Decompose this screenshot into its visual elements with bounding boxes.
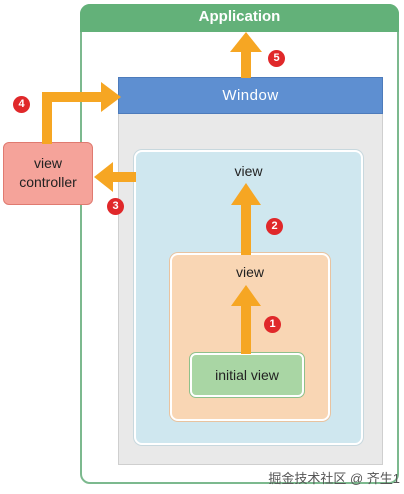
view-controller-label: view controller	[3, 154, 93, 192]
step-badge-3: 3	[107, 198, 124, 215]
step-badge-4: 4	[13, 96, 30, 113]
outer-view-label: view	[234, 163, 263, 179]
step-badge-1: 1	[264, 316, 281, 333]
application-title: Application	[198, 8, 281, 25]
view-controller-box	[3, 142, 93, 205]
arrow-step-3	[94, 162, 136, 192]
arrow-step-2	[231, 183, 261, 255]
watermark-text: 掘金技术社区 @ 齐生1	[268, 471, 400, 486]
window-title: Window	[222, 87, 279, 104]
arrow-step-1	[231, 285, 261, 354]
step-badge-5: 5	[268, 50, 285, 67]
arrow-step-4	[42, 82, 121, 144]
application-header	[80, 4, 399, 32]
inner-view-label: view	[235, 264, 264, 280]
arrow-step-5	[230, 32, 262, 78]
initial-view-box	[190, 353, 304, 397]
step-badge-2: 2	[266, 218, 283, 235]
view-controller-label-line2: controller	[19, 174, 77, 190]
view-controller-label-line1: view	[33, 155, 62, 171]
window-title-bar	[118, 77, 383, 114]
initial-view-label: initial view	[215, 367, 279, 383]
